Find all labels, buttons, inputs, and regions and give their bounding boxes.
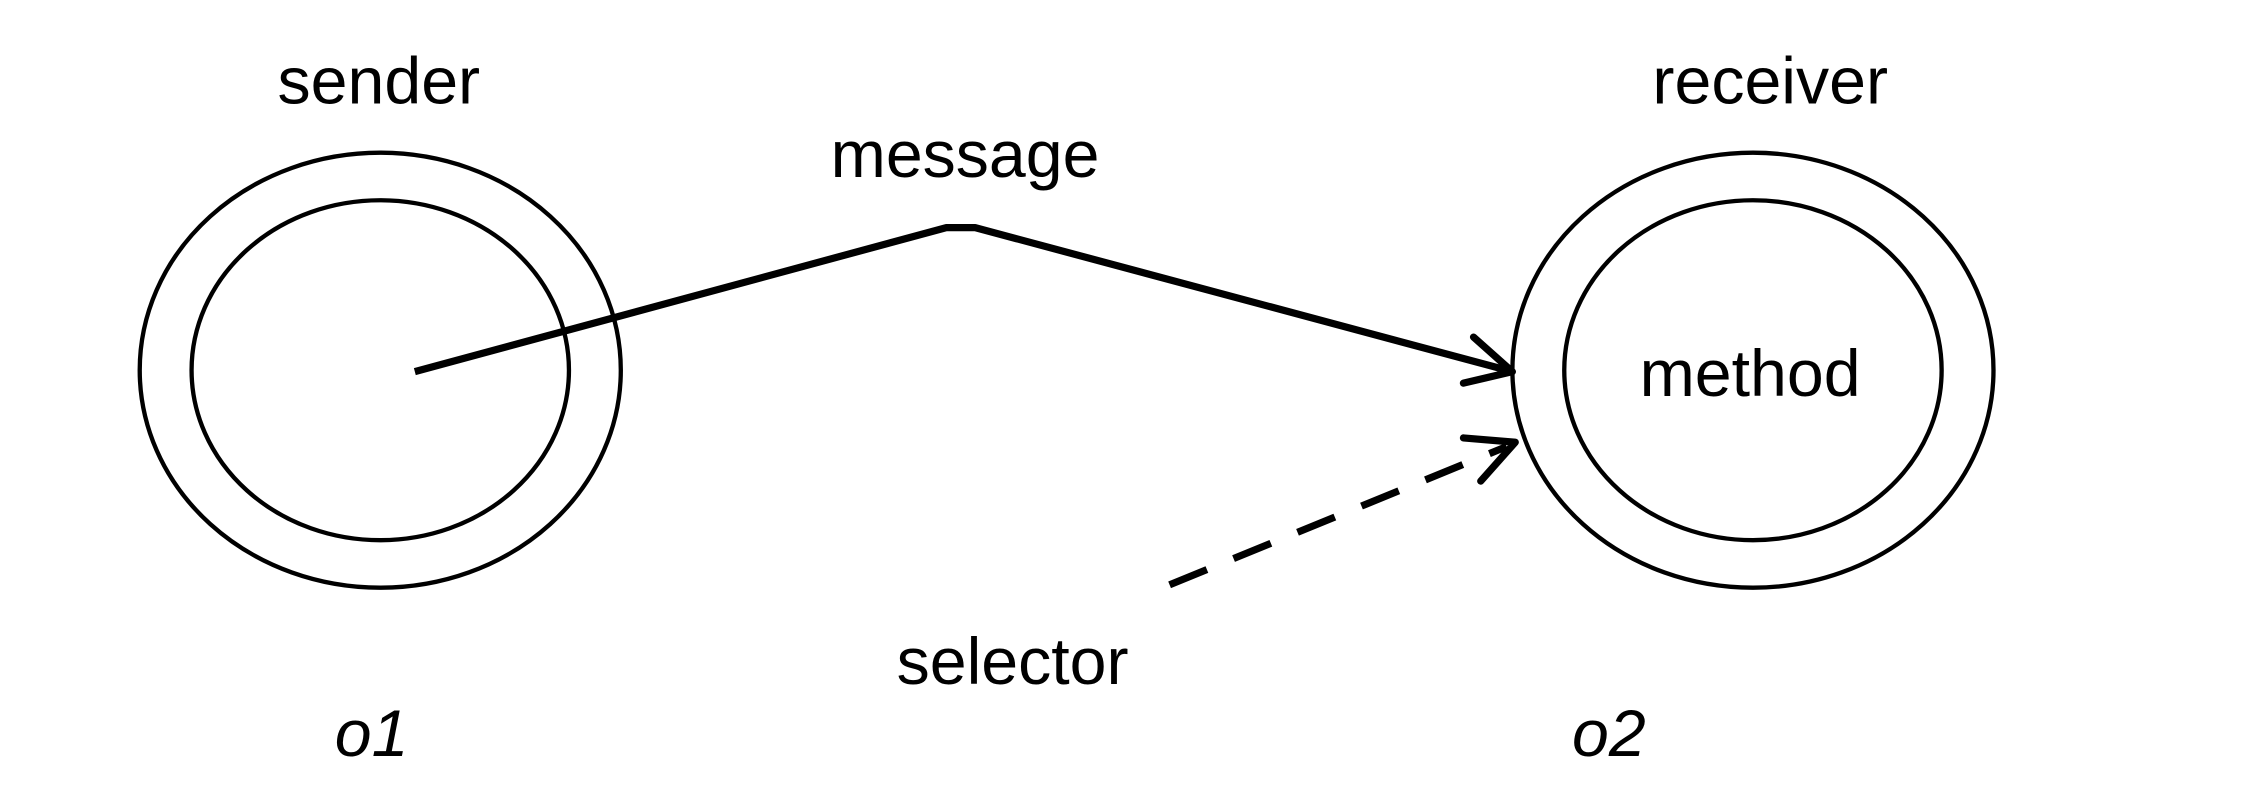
message-arrow: [413, 224, 1517, 387]
selector-label: selector: [897, 625, 1129, 699]
o2-label: o2: [1572, 697, 1646, 771]
sender-label: sender: [278, 45, 481, 119]
o2-inner-ellipse: [1562, 198, 1944, 543]
o1-inner-ellipse: [189, 198, 572, 543]
object-o1: [137, 150, 623, 590]
selector-dashed-line: [1168, 443, 1509, 589]
selector-arrowhead: [1459, 434, 1519, 485]
selector-arrow: [1168, 434, 1519, 589]
o1-outer-ellipse: [137, 150, 623, 590]
method-label: method: [1640, 337, 1861, 411]
message-label: message: [831, 118, 1100, 192]
o1-label: o1: [335, 697, 409, 771]
receiver-label: receiver: [1652, 45, 1888, 119]
message-arrowhead: [1459, 333, 1517, 387]
message-line: [413, 224, 1514, 376]
